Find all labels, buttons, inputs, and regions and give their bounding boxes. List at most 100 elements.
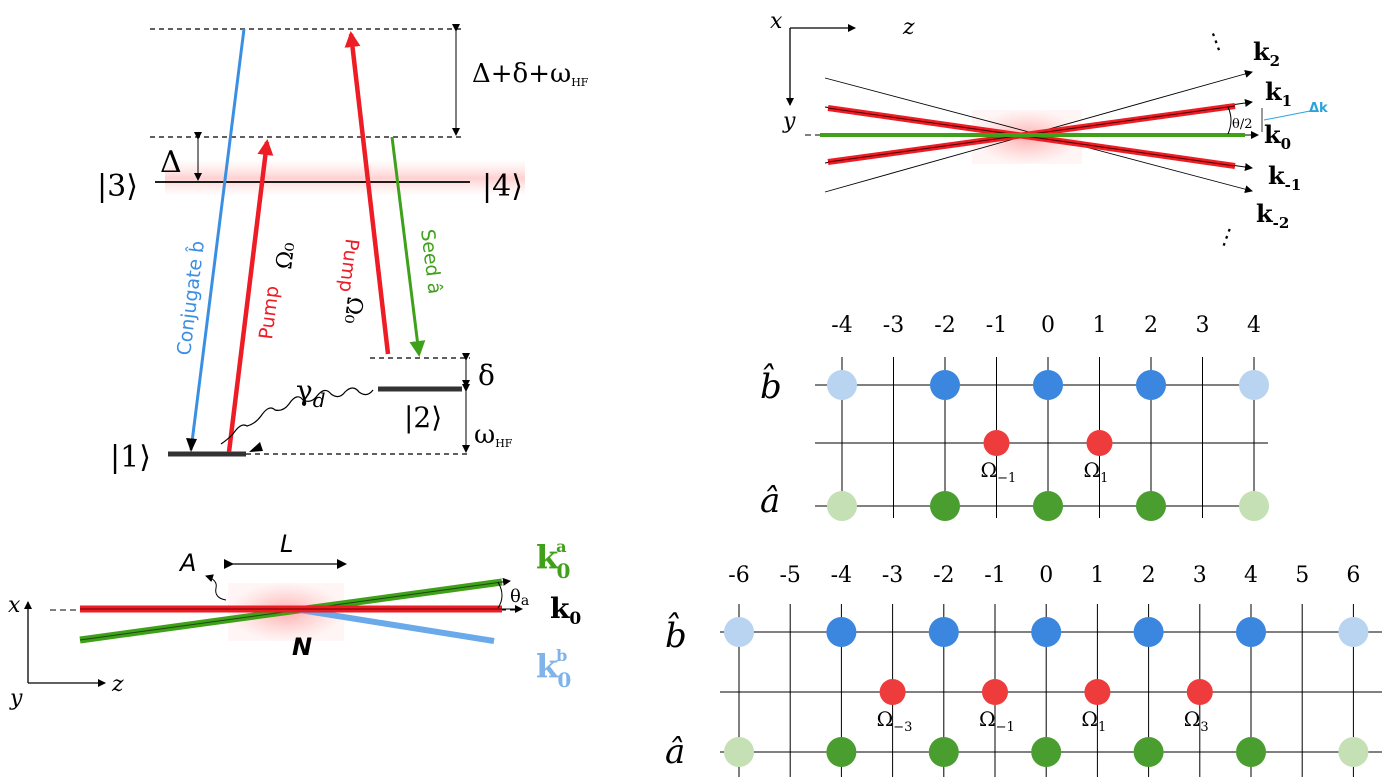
delta-small-label: δ xyxy=(478,359,495,392)
lattice2-b-site xyxy=(826,617,857,647)
lattice1-pump-site xyxy=(983,430,1010,456)
lattice2-index-label: -2 xyxy=(933,563,954,588)
lattice1-b-site xyxy=(1136,370,1166,400)
delta-k-pointer xyxy=(1263,110,1311,121)
lattice2-pump-site xyxy=(1186,679,1213,705)
fan-axis-y-label: y xyxy=(782,109,796,134)
fan-axis-x-label: x xyxy=(770,9,783,34)
lattice1-a-site xyxy=(1033,491,1063,521)
lattice2-pump-site xyxy=(879,679,906,705)
pump-right-beam xyxy=(344,31,391,355)
dots-top: ⋮ xyxy=(1202,27,1231,58)
ket-4-label: |4⟩ xyxy=(482,169,523,204)
lattice2-index-label: 3 xyxy=(1193,563,1207,588)
lattice2-a-site xyxy=(1031,737,1062,767)
ket-2-label: |2⟩ xyxy=(404,401,442,434)
lattice1-b-site xyxy=(1239,370,1269,400)
lattice2-a-site xyxy=(826,737,857,767)
lattice2-omega-label: Ω−3 xyxy=(877,707,913,735)
lattice2-omega-label: Ω1 xyxy=(1081,707,1106,735)
lattice2-index-label: -3 xyxy=(882,563,903,588)
axis-z-label: z xyxy=(111,672,124,697)
lattice2-b-site xyxy=(1031,617,1062,647)
pump-right-omega: Ω₀ xyxy=(339,295,367,325)
lattice2-b-site xyxy=(1338,617,1369,647)
lattice1-index-label: -3 xyxy=(883,313,904,338)
km1-label: k-1 xyxy=(1268,161,1301,194)
lattice1-a-site xyxy=(1239,491,1269,521)
lattice1-index-label: 4 xyxy=(1247,313,1261,338)
half-angle-label: θ/2 xyxy=(1232,117,1252,132)
lattice2-index-label: -1 xyxy=(984,563,1005,588)
lattice2-index-label: 6 xyxy=(1346,563,1360,588)
delta-label: Δ xyxy=(160,145,182,180)
lattice1-a-site xyxy=(930,491,960,521)
lattice2-b-site xyxy=(724,617,754,647)
atom-number-label: N xyxy=(292,633,312,661)
top-detuning-label: Δ+δ+ωHF xyxy=(472,59,589,89)
km2-label: k-2 xyxy=(1256,199,1289,232)
k0-label: k0 xyxy=(550,592,581,629)
lattice1-b-site xyxy=(827,370,857,400)
fan-axis-z-label: z xyxy=(902,15,915,40)
lattice2-index-label: -4 xyxy=(831,563,852,588)
pump-left-label: Pump xyxy=(255,285,283,341)
length-label: L xyxy=(280,530,293,558)
lattice2-index-label: 0 xyxy=(1039,563,1053,588)
lattice2-a-site xyxy=(724,737,754,767)
pump-right-label: Pump xyxy=(334,237,362,293)
lattice1-b-site xyxy=(930,370,960,400)
half-angle-arc xyxy=(1227,106,1232,135)
lattice2-a-site xyxy=(1338,737,1369,767)
lattice1-a-site xyxy=(1136,491,1166,521)
dots-bottom: ⋮ xyxy=(1212,222,1241,253)
lattice2-b-site xyxy=(1236,617,1266,647)
lattice2-a-site xyxy=(1133,737,1164,767)
lattice1-row-b-label: b̂ xyxy=(760,364,782,407)
lattice2-a-site xyxy=(1236,737,1266,767)
level-glow xyxy=(165,160,525,196)
omega-hf-label: ωHF xyxy=(474,420,513,450)
lattice2-row-a-label: â xyxy=(665,732,685,772)
lattice1-index-label: -1 xyxy=(986,313,1007,338)
lattice2-pump-site xyxy=(1084,679,1111,705)
lattice1-index-label: 2 xyxy=(1144,313,1158,338)
conjugate-beam xyxy=(189,28,246,451)
lattice1-row-a-label: â xyxy=(760,481,780,521)
lattice2-pump-site xyxy=(982,679,1008,705)
fan-panel: x z y θ/2 Δk k2 k1 k0 k-1 k-2 ⋮ ⋮ xyxy=(770,9,1328,253)
k0-fan-label: k0 xyxy=(1264,120,1291,153)
k1-label: k1 xyxy=(1265,77,1292,110)
seed-beam xyxy=(390,136,426,357)
area-arrow xyxy=(205,574,227,601)
conjugate-arrowhead xyxy=(186,438,197,452)
lattice1-omega-label: Ω1 xyxy=(1084,458,1109,486)
pump-left-omega: Ω₀ xyxy=(272,241,300,271)
lattice1-omega-label: Ω−1 xyxy=(981,458,1017,486)
axis-y-label: y xyxy=(9,686,23,711)
lattice1-index-label: -4 xyxy=(831,313,852,338)
lattice1-index-label: 3 xyxy=(1196,313,1210,338)
theta-arc xyxy=(497,581,503,609)
ka-arrow xyxy=(501,577,511,586)
lattice2-row-b-label: b̂ xyxy=(665,613,687,656)
level-diagram: |3⟩ |4⟩ |1⟩ |2⟩ Δ δ Δ+δ+ωHF ωHF γd Conju… xyxy=(97,24,589,475)
pump-left-beam xyxy=(226,139,274,453)
axis-x-label: x xyxy=(8,593,21,618)
blue-beam xyxy=(299,607,495,644)
ket-1-label: |1⟩ xyxy=(110,440,151,475)
lattice2-index-label: 1 xyxy=(1090,563,1104,588)
lattice1-pump-site xyxy=(1086,430,1113,456)
lattice2-omega-label: Ω−1 xyxy=(979,707,1015,735)
lattice2-b-site xyxy=(928,617,959,647)
lattice1-index-label: 0 xyxy=(1041,313,1055,338)
lattice2-index-label: 4 xyxy=(1244,563,1258,588)
area-label: A xyxy=(178,549,196,577)
lattice1-a-site xyxy=(827,491,857,521)
delta-k-label: Δk xyxy=(1309,101,1328,116)
lattice1-index-label: -2 xyxy=(934,313,955,338)
seed-label: Seed â xyxy=(416,228,446,295)
